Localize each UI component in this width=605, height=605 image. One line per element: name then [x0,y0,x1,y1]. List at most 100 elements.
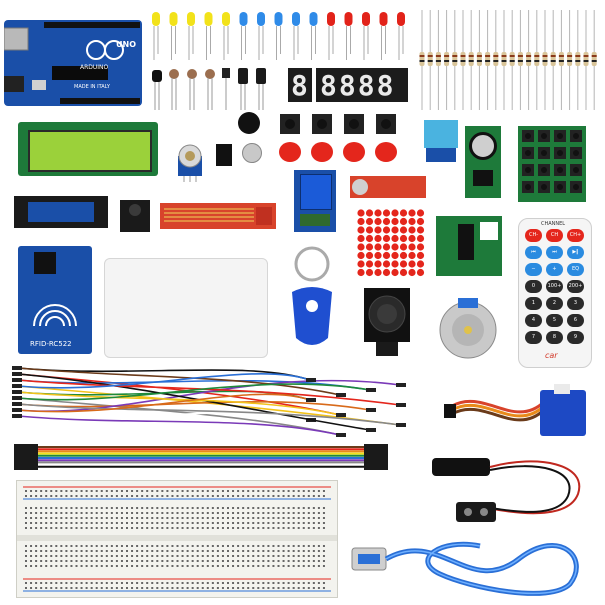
jumper-wire [12,384,406,427]
matrix-led [365,226,374,234]
matrix-led [357,234,365,243]
resistor [485,10,491,110]
remote-key: 100+ [546,280,563,293]
jumper-wire [12,402,406,427]
matrix-led [408,251,416,260]
resistor [509,10,515,110]
resistor [591,10,597,110]
led [274,12,283,60]
resistor [419,10,425,110]
usb-cable [350,518,598,604]
matrix-led [382,226,391,234]
remote-key: 8 [546,331,563,344]
remote-key: 6 [567,314,584,327]
ribbon-connector [14,444,38,470]
remote-key: 3 [567,297,584,310]
ribbon-connector [364,444,388,470]
led [152,12,160,60]
resistor [493,10,499,110]
resistor [534,10,540,110]
matrix-led [357,226,365,234]
remote-brand: car [545,351,558,360]
remote-key: ⏭ [546,246,563,259]
rtc-module [465,126,501,198]
arduino-made-label: MADE IN ITALY [74,84,110,90]
remote-key: CH+ [567,229,584,242]
resistor [427,10,433,110]
matrix-led [416,234,425,243]
matrix-led [399,251,408,260]
matrix-led [374,234,382,243]
push-button-set [276,112,406,167]
button-cap-red [311,142,333,162]
resistor [583,10,589,110]
seven-segment-digits: 8888 [320,69,396,102]
jumper-wire [12,414,346,437]
push-button [344,114,364,134]
matrix-led [365,260,374,268]
arduino-uno-board: UNO ARDUINO MADE IN ITALY [4,10,144,108]
led [362,12,370,60]
relay-module [294,170,336,232]
matrix-led [357,260,365,268]
matrix-led [365,234,374,243]
matrix-led [399,260,408,268]
keypad-key [554,181,566,193]
matrix-led [357,209,365,217]
remote-key: 4 [525,314,542,327]
matrix-led [382,234,391,243]
remote-key: 0 [525,280,542,293]
matrix-led [416,260,425,268]
stepper-motor [432,294,502,364]
matrix-led [357,251,365,260]
led [169,12,178,60]
remote-channel-label: CHANNEL [541,221,566,227]
battery-snap-cable [428,454,598,534]
arduino-brand-label: UNO [116,40,136,49]
keypad-key [522,147,534,159]
matrix-led [382,209,391,217]
jumper-wire [12,383,376,401]
remote-key: 9 [567,331,584,344]
led [239,12,248,60]
stepper-driver-board [436,216,502,276]
keypad-key [554,147,566,159]
resistor [542,10,548,110]
matrix-led [416,226,425,234]
keypad-key [522,130,534,142]
servo-motor [444,384,592,442]
led [292,12,300,60]
arduino-sub-label: ARDUINO [80,64,109,71]
ic-chip [216,144,232,166]
rfid-card [104,258,268,358]
rfid-rc522-module: RFID-RC522 [18,246,92,354]
led [204,12,213,60]
matrix-led [382,268,391,277]
push-button [312,114,332,134]
breadboard [16,480,338,598]
button-cap-red [279,142,301,162]
matrix-led [374,268,382,277]
matrix-led [408,260,416,268]
keypad-key [522,181,534,193]
remote-key: 1 [525,297,542,310]
matrix-led [408,226,416,234]
keypad-key [538,147,550,159]
keypad-4x4 [518,126,586,202]
jumper-wire [12,390,346,417]
keypad-key [570,130,582,142]
matrix-led [374,243,382,251]
led-row [150,10,415,62]
matrix-led [357,268,365,277]
remote-key: CH- [525,229,542,242]
resistor [435,10,441,110]
matrix-led [416,251,425,260]
resistor [550,10,556,110]
matrix-led [391,251,399,260]
matrix-led [365,217,374,226]
keypad-key [538,130,550,142]
matrix-led [382,260,391,268]
resistor [517,10,523,110]
jumper-wire [12,393,316,413]
